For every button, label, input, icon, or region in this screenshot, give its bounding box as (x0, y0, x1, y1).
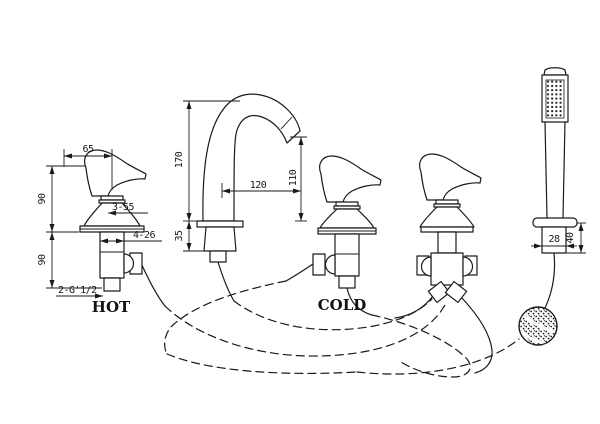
cold-lever-handle (319, 155, 382, 203)
dim-spout-reach: 120 (250, 180, 267, 191)
spout-swan-neck (202, 93, 301, 222)
dim-holder-width: 28 (548, 234, 560, 245)
shower-holder (541, 226, 567, 254)
dim-escutcheon: 3-55 (112, 202, 135, 213)
diverter-neck (437, 231, 457, 254)
diverter-body (430, 252, 464, 286)
dim-lower-height: 90 (37, 254, 48, 266)
cold-side-port (312, 253, 326, 276)
dim-holder-depth: 40 (565, 232, 576, 244)
hot-label: HOT (92, 298, 131, 316)
dim-body: 4-26 (133, 230, 156, 241)
spout-flange (196, 220, 244, 228)
hot-tailpiece (103, 277, 121, 292)
diverter-lever-handle (419, 153, 482, 201)
connection-hoses (140, 252, 556, 378)
shower-head-cap (543, 67, 567, 76)
shower-handle (544, 121, 566, 219)
hot-valve-unit: HOT 65 90 90 3-55 4-26 2-G'1/2 (37, 144, 162, 316)
spout-tailpiece (209, 250, 227, 263)
diverter-right-stub (444, 280, 468, 304)
diverter-escutcheon-cone (419, 206, 475, 228)
cold-escutcheon-cone (319, 208, 375, 229)
hot-valve-body (99, 231, 125, 279)
dim-lever-width: 65 (82, 144, 94, 155)
dim-thread: 2-G'1/2 (58, 285, 97, 296)
tub-spout-unit: 170 35 110 120 (174, 93, 307, 263)
cold-tailpiece (338, 275, 356, 289)
diverter-unit (416, 153, 482, 304)
hot-lever-handle (84, 149, 147, 197)
dim-outlet-height: 110 (288, 169, 299, 186)
dim-spout-height: 170 (174, 151, 185, 168)
cold-label: COLD (318, 296, 367, 314)
cold-valve-body (334, 233, 360, 277)
hose-coil-outline (518, 306, 558, 346)
cold-valve-unit: COLD (312, 155, 382, 314)
hand-shower-unit: 28 40 (531, 67, 586, 254)
diverter-base-plate (420, 226, 474, 233)
hose-coil (517, 306, 558, 346)
holder-flange (532, 217, 578, 228)
spout-base-body (203, 226, 237, 252)
diverter-left-stub (427, 280, 451, 304)
shower-spray-face (545, 79, 565, 119)
dim-base-height: 35 (174, 230, 185, 242)
dim-upper-height: 90 (37, 193, 48, 205)
